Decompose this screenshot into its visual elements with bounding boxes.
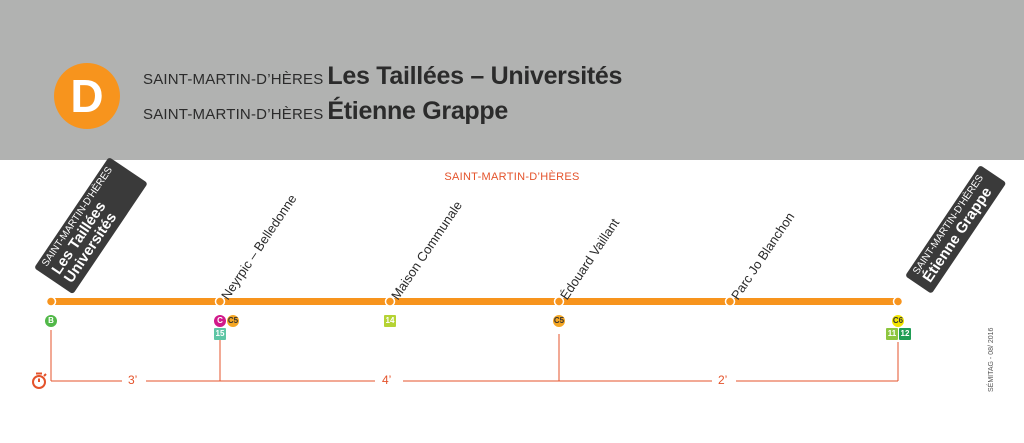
stop-dots: [45, 296, 904, 307]
stop-dot: [553, 296, 565, 307]
stop-dot-terminus-2: [892, 296, 904, 307]
correspondence-12-badge: 12: [899, 328, 911, 340]
stop-dot-terminus-1: [45, 296, 57, 307]
correspondence-tram-c-badge: C: [214, 315, 226, 327]
stop-dot: [214, 296, 226, 307]
destination-1-stop: Les Taillées – Universités: [327, 62, 623, 90]
travel-time-2: 4’: [382, 373, 392, 387]
line-track: [48, 298, 900, 305]
travel-time-1: 3’: [128, 373, 138, 387]
destination-1-city: SAINT-MARTIN-D’HÈRES: [143, 71, 324, 88]
travel-time-3: 2’: [718, 373, 728, 387]
destination-2-city: SAINT-MARTIN-D’HÈRES: [143, 106, 324, 123]
header-banner: [0, 0, 1024, 160]
stop-dot: [384, 296, 396, 307]
correspondence-14-badge: 14: [384, 315, 396, 327]
correspondence-11-badge: 11: [886, 328, 898, 340]
correspondence-c5-badge: C5: [227, 315, 239, 327]
credit-label: SÉMITAG - 08/ 2016: [988, 327, 995, 392]
correspondence-tram-b-badge: B: [45, 315, 57, 327]
correspondence-c5-badge: C5: [553, 315, 565, 327]
correspondence-15-badge: 15: [214, 328, 226, 340]
stopwatch-icon: [32, 372, 47, 389]
travel-time-brackets: [50, 330, 899, 382]
correspondence-c6-badge: C6: [892, 315, 904, 327]
stop-dot: [724, 296, 736, 307]
commune-label: SAINT-MARTIN-D’HÈRES: [444, 171, 580, 183]
destination-2-stop: Étienne Grappe: [327, 97, 508, 125]
line-badge: D: [54, 63, 120, 129]
